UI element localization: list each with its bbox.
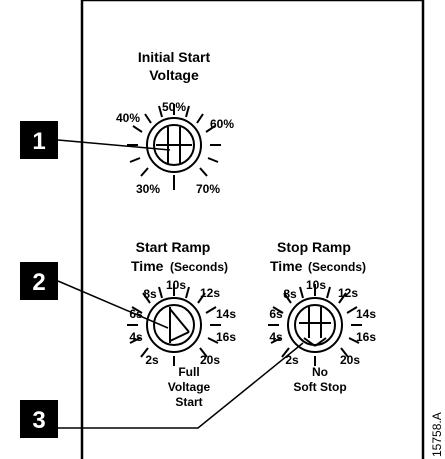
dial2-label-2s: 2s	[145, 353, 159, 367]
dial3-label-16s: 16s	[356, 330, 376, 344]
dial1-knob[interactable]	[146, 117, 202, 173]
dial2-knob[interactable]	[146, 297, 202, 353]
dial1-ticks	[127, 104, 221, 190]
dial3-label-20s: 20s	[340, 353, 360, 367]
dial3-label-12s: 12s	[338, 286, 358, 300]
dial3-ticks	[268, 284, 362, 366]
dial3-label-4s: 4s	[269, 330, 283, 344]
callout-3-number: 3	[32, 407, 45, 434]
dial1-title-line2: Voltage	[149, 67, 199, 83]
dial2-label-16s: 16s	[216, 330, 236, 344]
dial2-bottom-line3: Start	[175, 395, 202, 409]
dial3-knob[interactable]	[287, 297, 343, 353]
dial3-title-line1: Stop Ramp	[277, 239, 351, 255]
dial1-label-60: 60%	[210, 117, 234, 131]
figure-id: 15758.A	[430, 412, 444, 457]
dial3-label-10s: 10s	[306, 278, 326, 292]
dial2-bottom-line2: Voltage	[168, 380, 211, 394]
dial3-label-6s: 6s	[269, 307, 283, 321]
dial2-title-time: Time	[131, 258, 164, 274]
panel-outline	[80, 0, 425, 459]
leader-line-1	[57, 139, 171, 151]
dial2-label-10s: 10s	[166, 278, 186, 292]
dial2-label-8s: 8s	[143, 287, 157, 301]
dial1-label-50: 50%	[162, 100, 186, 114]
dial1-label-30: 30%	[136, 182, 160, 196]
leader-line-3	[58, 342, 304, 429]
dial3-bottom-line1: No	[312, 365, 328, 379]
stop-ramp-time-group: Stop Ramp Time (Seconds)	[268, 239, 376, 394]
dial3-label-2s: 2s	[285, 353, 299, 367]
dial1-title-line1: Initial Start	[138, 49, 211, 65]
dial2-label-14s: 14s	[216, 307, 236, 321]
start-ramp-time-group: Start Ramp Time (Seconds) 8s	[127, 239, 236, 409]
dial3-title-time: Time	[270, 258, 303, 274]
callout-3: 3	[20, 400, 58, 438]
callout-2-number: 2	[32, 269, 45, 296]
dial2-label-20s: 20s	[200, 353, 220, 367]
dial1-label-40: 40%	[116, 111, 140, 125]
leader-lines	[57, 139, 304, 429]
dial2-ticks	[127, 284, 221, 366]
dial2-bottom-line1: Full	[178, 365, 199, 379]
dial2-title-units: (Seconds)	[170, 260, 228, 274]
dial2-title-line1: Start Ramp	[136, 239, 211, 255]
dial2-label-4s: 4s	[129, 330, 143, 344]
callout-1-number: 1	[32, 128, 45, 155]
dial2-label-12s: 12s	[200, 286, 220, 300]
callout-2: 2	[20, 262, 58, 300]
initial-start-voltage-group: Initial Start Voltage 40% 50%	[116, 49, 234, 196]
dial3-label-8s: 8s	[283, 287, 297, 301]
callout-1: 1	[20, 121, 58, 159]
dial3-title-units: (Seconds)	[308, 260, 366, 274]
dial1-label-70: 70%	[196, 182, 220, 196]
leader-line-2	[57, 280, 169, 329]
dial3-label-14s: 14s	[356, 307, 376, 321]
dial3-bottom-line2: Soft Stop	[293, 380, 346, 394]
